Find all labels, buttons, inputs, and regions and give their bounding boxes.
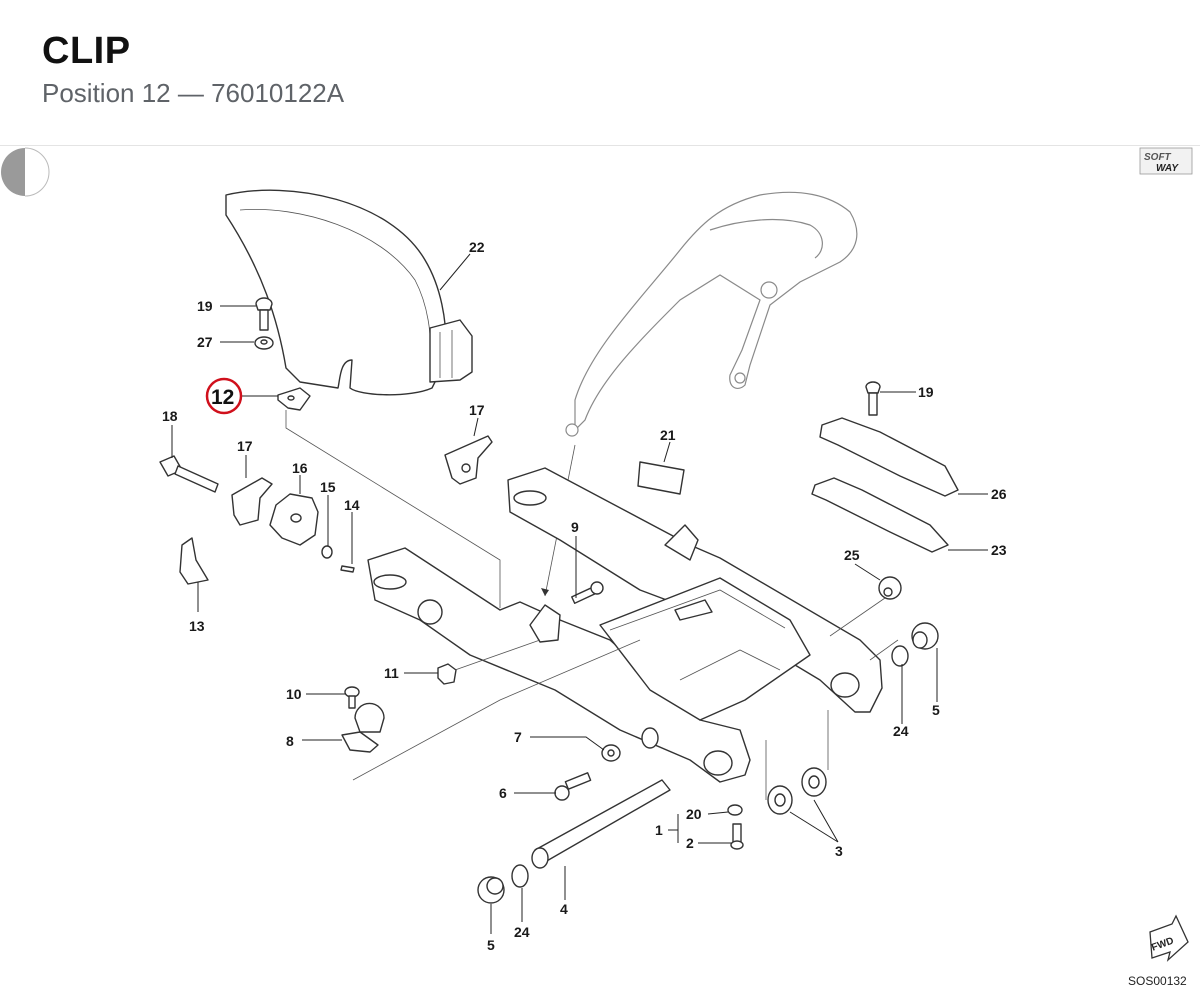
callout-12-highlighted[interactable]: 12: [211, 386, 234, 409]
svg-text:SOFT: SOFT: [1144, 152, 1172, 163]
callout-labels: 22 19 27 12 18 17 16 15 14 13 17 21 19 2…: [162, 239, 1007, 953]
highlight-ring-position-12: [205, 377, 243, 415]
callout-1: 1: [655, 822, 663, 838]
fwd-arrow-icon: FWD: [1149, 914, 1189, 962]
callout-16: 16: [292, 460, 308, 476]
guide-lines: [285, 410, 899, 800]
small-parts: [159, 297, 959, 904]
callout-22: 22: [469, 239, 485, 255]
callout-14: 14: [344, 497, 360, 513]
drawing-code: SOS00132: [1128, 974, 1187, 988]
callout-3: 3: [835, 843, 843, 859]
swingarm: [367, 467, 883, 783]
callout-9: 9: [571, 519, 579, 535]
callout-27: 27: [197, 334, 213, 350]
callout-21: 21: [660, 427, 676, 443]
callout-25: 25: [844, 547, 860, 563]
callout-2: 2: [686, 835, 694, 851]
callout-15: 15: [320, 479, 336, 495]
callout-17-right: 17: [469, 402, 485, 418]
svg-text:WAY: WAY: [1156, 163, 1179, 174]
exploded-parts-diagram: SOFT WAY: [0, 146, 1200, 991]
part-title: CLIP: [42, 30, 131, 72]
callout-19-upper: 19: [197, 298, 213, 314]
callout-7: 7: [514, 729, 522, 745]
callout-26: 26: [991, 486, 1007, 502]
callout-6: 6: [499, 785, 507, 801]
callout-8: 8: [286, 733, 294, 749]
callout-13: 13: [189, 618, 205, 634]
callout-leaders: [171, 253, 988, 934]
softway-logo: SOFT WAY: [1139, 147, 1193, 175]
corner-disc-icon: [1, 147, 50, 197]
callout-5-left: 5: [487, 937, 495, 953]
callout-17-left: 17: [237, 438, 253, 454]
callout-24-left: 24: [514, 924, 530, 940]
callout-20: 20: [686, 806, 702, 822]
part-subtitle: Position 12 — 76010122A: [42, 78, 345, 108]
callout-24-right: 24: [893, 723, 909, 739]
callout-4: 4: [560, 901, 568, 917]
callout-18: 18: [162, 408, 178, 424]
diagram-svg: SOFT WAY: [1, 147, 1193, 988]
callout-19-right: 19: [918, 384, 934, 400]
callout-5-right: 5: [932, 702, 940, 718]
rear-hugger-fender: [225, 189, 473, 396]
callout-23: 23: [991, 542, 1007, 558]
page-header: CLIP Position 12 — 76010122A: [0, 0, 1200, 146]
callout-11: 11: [384, 665, 399, 681]
callout-10: 10: [286, 686, 302, 702]
